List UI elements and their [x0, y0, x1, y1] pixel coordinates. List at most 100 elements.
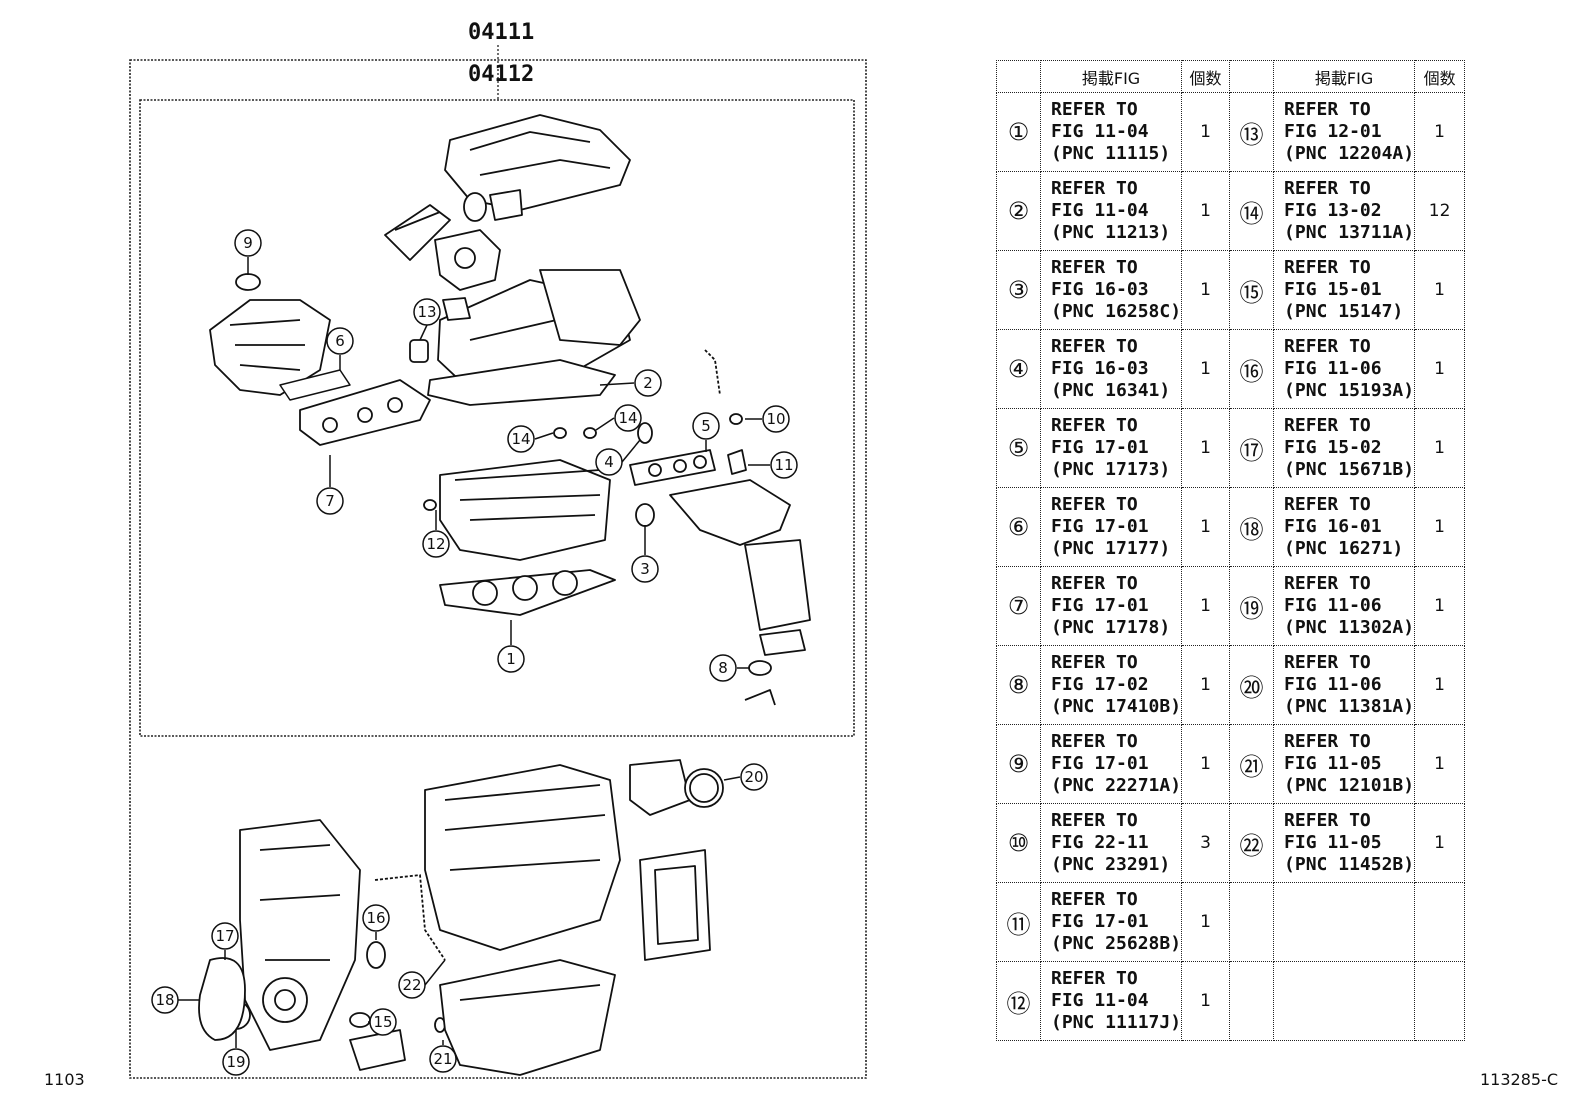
reference-line: (PNC 12204A)	[1284, 143, 1415, 164]
reference-line: REFER TO	[1051, 889, 1138, 910]
reference-line: REFER TO	[1284, 336, 1371, 357]
reference-line: REFER TO	[1051, 178, 1138, 199]
reference-line: REFER TO	[1051, 731, 1138, 752]
reference-line: FIG 11-05	[1284, 832, 1382, 853]
reference-line: FIG 16-01	[1284, 516, 1382, 537]
callout-label: 11	[774, 456, 793, 474]
quantity-cell: 1	[1414, 487, 1466, 567]
callout-label: 15	[373, 1013, 392, 1031]
callout-number-cell: ⑰	[1229, 408, 1275, 488]
quantity-cell: 1	[1181, 408, 1231, 488]
reference-line: (PNC 22271A)	[1051, 775, 1182, 796]
reference-line: (PNC 25628B)	[1051, 933, 1182, 954]
callout-number-cell: ⑦	[996, 566, 1041, 646]
reference-line: FIG 15-02	[1284, 437, 1382, 458]
reference-line: FIG 11-04	[1051, 121, 1149, 142]
callout-number-cell: ⑥	[996, 487, 1041, 567]
callout-label: 4	[604, 453, 614, 471]
reference-line: (PNC 15147)	[1284, 301, 1404, 322]
callout-number-cell: ⑱	[1229, 487, 1275, 567]
reference-line: REFER TO	[1284, 810, 1371, 831]
reference-cell	[1273, 961, 1416, 1041]
callout-label: 7	[325, 492, 335, 510]
quantity-cell: 1	[1414, 566, 1466, 646]
callout-label: 14	[511, 430, 530, 448]
callout-number-cell: ⑭	[1229, 171, 1275, 251]
reference-line: FIG 13-02	[1284, 200, 1382, 221]
quantity-cell: 1	[1181, 171, 1231, 251]
reference-line: REFER TO	[1284, 415, 1371, 436]
reference-line: FIG 17-01	[1051, 911, 1149, 932]
reference-line: (PNC 11381A)	[1284, 696, 1415, 717]
callout-label: 16	[366, 909, 385, 927]
reference-line: (PNC 15193A)	[1284, 380, 1415, 401]
quantity-cell	[1414, 882, 1466, 962]
callout-number-cell: ⑯	[1229, 329, 1275, 409]
reference-line: REFER TO	[1051, 99, 1138, 120]
callout-number-cell: ①	[996, 92, 1041, 172]
reference-line: REFER TO	[1051, 810, 1138, 831]
reference-line: REFER TO	[1051, 494, 1138, 515]
header-fig: 掲載FIG	[1273, 60, 1416, 93]
reference-line: REFER TO	[1051, 415, 1138, 436]
quantity-cell: 1	[1414, 329, 1466, 409]
reference-line: (PNC 11117J)	[1051, 1012, 1182, 1033]
callout-label: 9	[243, 234, 253, 252]
reference-line: FIG 17-01	[1051, 753, 1149, 774]
callout-number-cell: ⑩	[996, 803, 1041, 883]
callout-label: 21	[433, 1050, 452, 1068]
callout-label: 5	[701, 417, 711, 435]
reference-line: (PNC 11452B)	[1284, 854, 1415, 875]
reference-line: FIG 11-06	[1284, 595, 1382, 616]
lower-engine-parts	[198, 759, 724, 1076]
header-qty: 個数	[1181, 60, 1231, 93]
reference-line: FIG 15-01	[1284, 279, 1382, 300]
reference-line: (PNC 23291)	[1051, 854, 1171, 875]
callout-number-cell: ㉑	[1229, 724, 1275, 804]
reference-line: FIG 17-01	[1051, 595, 1149, 616]
upper-engine-parts	[209, 114, 811, 706]
quantity-cell: 1	[1414, 803, 1466, 883]
reference-line: (PNC 11213)	[1051, 222, 1171, 243]
quantity-cell: 1	[1414, 92, 1466, 172]
reference-line: FIG 11-04	[1051, 990, 1149, 1011]
reference-line: REFER TO	[1051, 968, 1138, 989]
callout-label: 22	[402, 976, 421, 994]
quantity-cell	[1414, 961, 1466, 1041]
callout-number-cell: ⑳	[1229, 645, 1275, 725]
callout-number-cell: ②	[996, 171, 1041, 251]
callout-label: 13	[417, 303, 436, 321]
reference-line: FIG 11-06	[1284, 358, 1382, 379]
quantity-cell: 1	[1181, 724, 1231, 804]
quantity-cell: 1	[1181, 882, 1231, 962]
reference-line: (PNC 16258C)	[1051, 301, 1182, 322]
callout-number-cell	[1229, 882, 1275, 962]
quantity-cell: 1	[1181, 961, 1231, 1041]
reference-line: FIG 12-01	[1284, 121, 1382, 142]
callout-number-cell: ⑲	[1229, 566, 1275, 646]
callout-number-cell: ⑧	[996, 645, 1041, 725]
reference-line: (PNC 11115)	[1051, 143, 1171, 164]
quantity-cell: 1	[1414, 645, 1466, 725]
callouts	[151, 229, 798, 1076]
reference-line: REFER TO	[1284, 494, 1371, 515]
reference-line: FIG 11-04	[1051, 200, 1149, 221]
quantity-cell: 1	[1181, 329, 1231, 409]
